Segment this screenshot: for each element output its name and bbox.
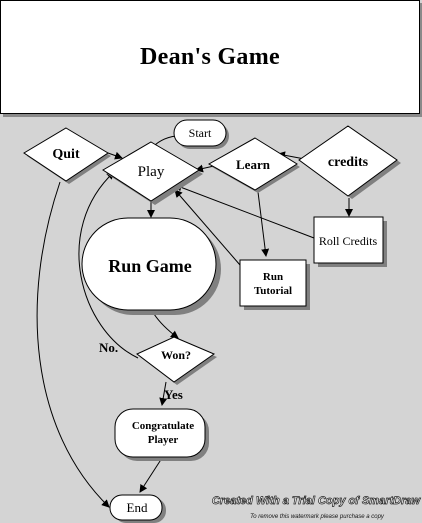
edge-label-yes: Yes xyxy=(164,387,183,402)
edge-rungame-won xyxy=(153,313,179,339)
watermark: Created With a Trial Copy of SmartDraw T… xyxy=(212,495,422,520)
node-roll-credits: Roll Credits xyxy=(313,216,387,267)
quit-label: Quit xyxy=(52,147,80,162)
edge-rollcredits-play xyxy=(174,183,315,239)
play-label: Play xyxy=(138,164,165,180)
won-label: Won? xyxy=(161,348,191,362)
edge-quit-play xyxy=(107,151,123,160)
watermark-line2: To remove this watermark please purchase… xyxy=(250,514,385,520)
credits-label: credits xyxy=(328,155,369,170)
title-box: Dean's Game xyxy=(0,0,420,114)
learn-label: Learn xyxy=(236,157,271,172)
roll-credits-label: Roll Credits xyxy=(319,234,378,248)
edge-congratulate-end xyxy=(139,457,163,493)
end-label: End xyxy=(127,500,148,515)
node-start: Start xyxy=(173,119,229,149)
node-learn: Learn xyxy=(207,137,300,193)
node-quit: Quit xyxy=(23,127,111,184)
node-won: Won? xyxy=(136,336,217,385)
edge-won-play-no xyxy=(78,171,139,359)
start-label: Start xyxy=(189,126,212,140)
edge-tutorial-play xyxy=(174,189,241,266)
diagram-title: Dean's Game xyxy=(140,43,280,70)
node-run-tutorial: Run Tutorial xyxy=(239,259,310,310)
node-run-game: Run Game xyxy=(81,217,221,315)
node-end: End xyxy=(109,494,166,523)
edge-label-no: No. xyxy=(99,340,118,355)
node-credits: credits xyxy=(298,125,401,199)
run-game-label: Run Game xyxy=(108,256,192,276)
edge-learn-play xyxy=(195,164,215,173)
run-tutorial-label-line2: Tutorial xyxy=(254,285,292,297)
edge-won-congratulate xyxy=(159,381,168,406)
congratulate-label-line2: Player xyxy=(148,434,179,446)
run-tutorial-label-line1: Run xyxy=(263,271,283,283)
congratulate-label-line1: Congratulate xyxy=(132,420,194,432)
watermark-line1: Created With a Trial Copy of SmartDraw xyxy=(212,495,422,507)
edge-quit-end xyxy=(36,181,110,508)
node-congratulate: Congratulate Player xyxy=(114,408,209,461)
node-play: Play xyxy=(102,141,203,205)
